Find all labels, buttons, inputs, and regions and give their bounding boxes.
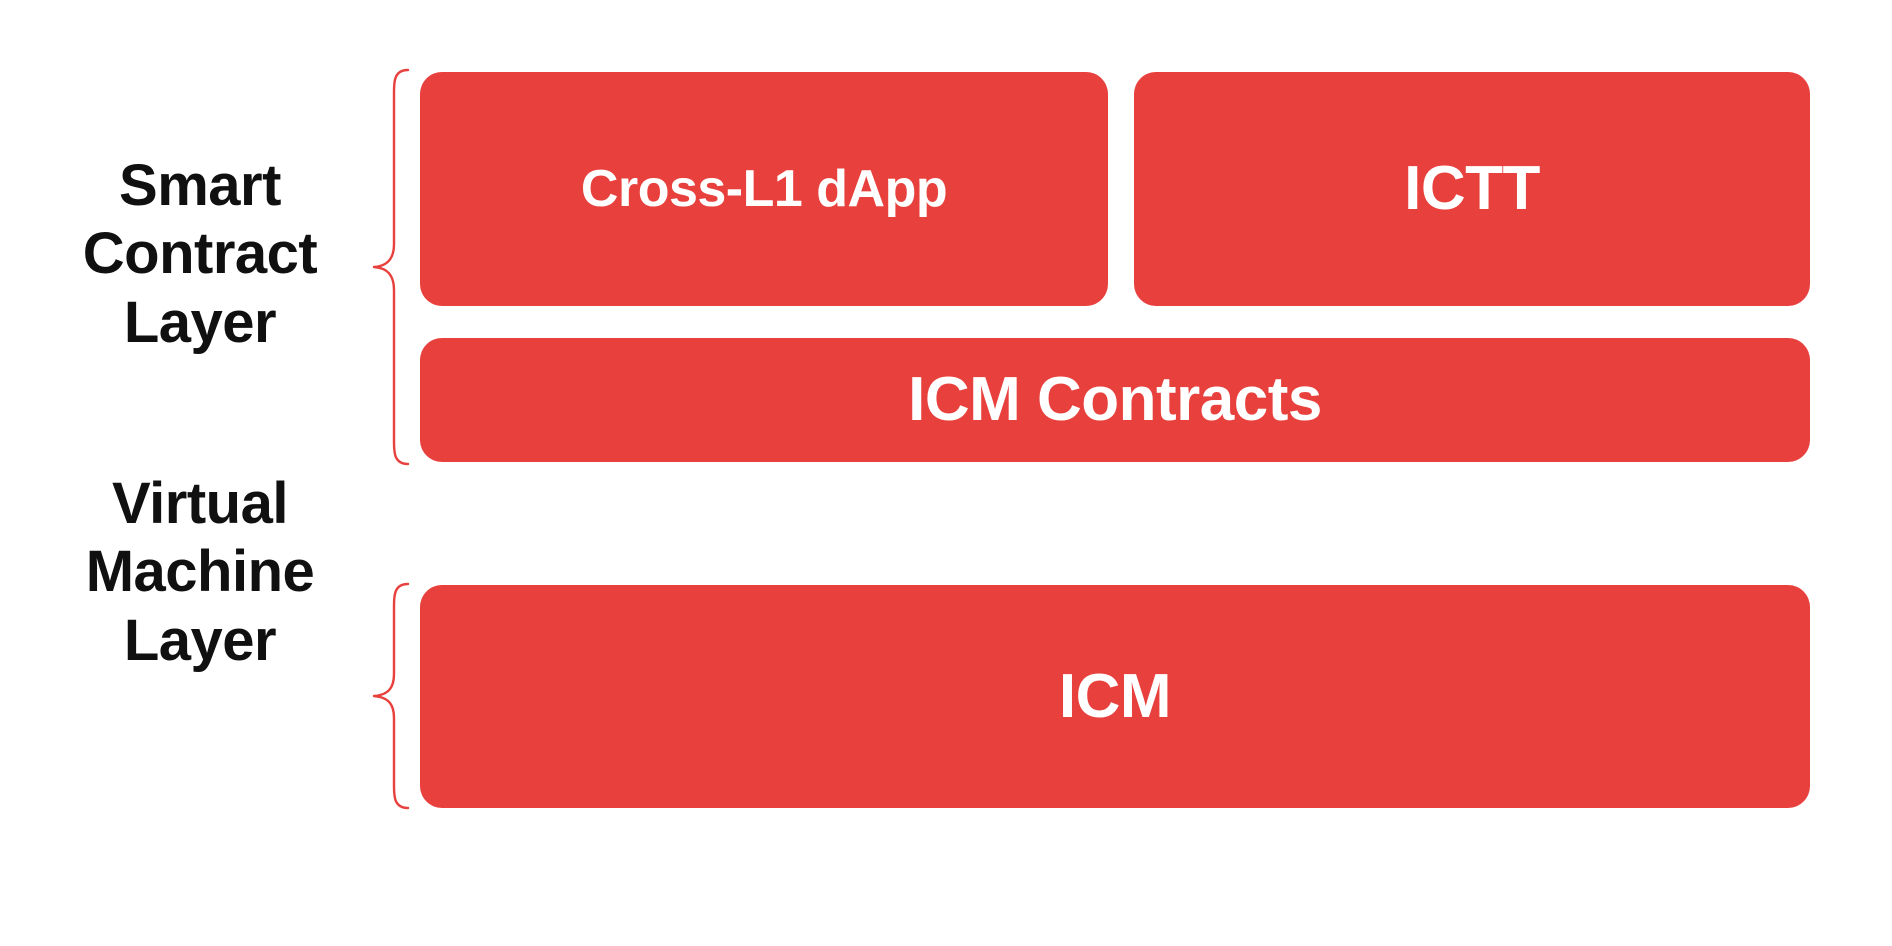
node-label-icm-contracts: ICM Contracts (908, 365, 1322, 434)
curly-brace-smart-contract-icon (372, 68, 410, 466)
node-label-ictt: ICTT (1404, 154, 1540, 223)
layer-label-smart-contract: Smart Contract Layer (82, 153, 318, 355)
layer-label-virtual-machine: Virtual Machine Layer (85, 471, 315, 673)
curly-brace-virtual-machine-icon (372, 582, 410, 810)
node-label-icm: ICM (1058, 661, 1172, 731)
node-box-cross-l1-dapp[interactable]: Cross-L1 dApp (420, 72, 1108, 306)
node-box-icm[interactable]: ICM (420, 585, 1810, 808)
node-box-icm-contracts[interactable]: ICM Contracts (420, 338, 1810, 462)
node-box-ictt[interactable]: ICTT (1134, 72, 1810, 306)
node-label-cross-l1-dapp: Cross-L1 dApp (580, 160, 948, 218)
